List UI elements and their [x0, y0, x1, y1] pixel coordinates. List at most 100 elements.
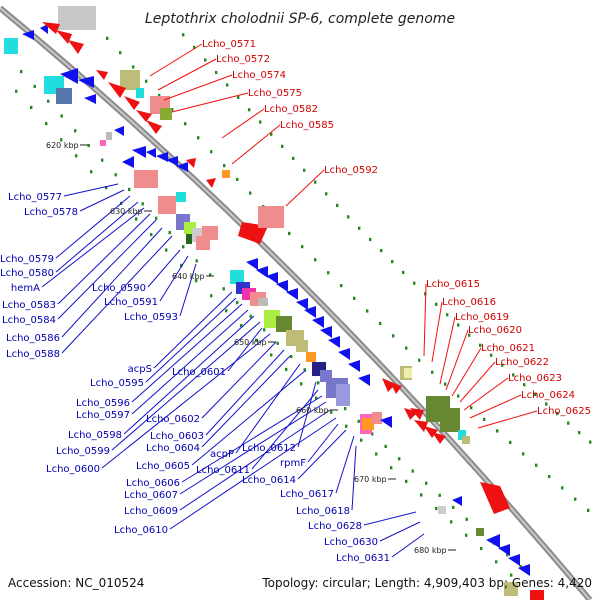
gene-box[interactable]: [222, 170, 230, 178]
gene-box[interactable]: [106, 132, 112, 140]
gene-arrow-forward[interactable]: [414, 420, 428, 432]
gene-label-reverse[interactable]: Lcho_0583: [2, 300, 56, 311]
gene-box[interactable]: [296, 340, 308, 352]
gene-label-forward[interactable]: Lcho_0621: [481, 343, 535, 354]
gene-arrow-reverse[interactable]: [286, 288, 298, 300]
gene-label-forward[interactable]: Lcho_0575: [248, 88, 302, 99]
gene-label-reverse[interactable]: Lcho_0600: [46, 464, 100, 475]
gene-box[interactable]: [440, 408, 460, 432]
gene-box[interactable]: [176, 192, 186, 202]
gene-label-reverse[interactable]: Lcho_0618: [296, 506, 350, 517]
gene-arrow-forward[interactable]: [480, 482, 510, 514]
gene-arrow-reverse[interactable]: [122, 156, 134, 168]
gene-arrow-reverse[interactable]: [518, 564, 530, 576]
gene-label-reverse[interactable]: acpS: [128, 364, 152, 375]
gene-box[interactable]: [462, 436, 470, 444]
gene-box[interactable]: [160, 108, 172, 120]
gene-label-forward[interactable]: Lcho_0571: [202, 39, 256, 50]
gene-label-reverse[interactable]: Lcho_0591: [104, 297, 158, 308]
gene-box[interactable]: [372, 412, 382, 424]
gene-label-forward[interactable]: Lcho_0592: [324, 165, 378, 176]
gene-label-reverse[interactable]: Lcho_0605: [136, 461, 190, 472]
gene-arrow-reverse[interactable]: [156, 152, 168, 162]
gene-label-reverse[interactable]: Lcho_0597: [76, 410, 130, 421]
gene-label-forward[interactable]: Lcho_0615: [426, 279, 480, 290]
gene-label-reverse[interactable]: Lcho_0606: [126, 478, 180, 489]
gene-arrow-reverse[interactable]: [40, 24, 48, 34]
gene-arrow-reverse[interactable]: [486, 534, 500, 548]
gene-box[interactable]: [336, 384, 350, 406]
gene-arrow-forward[interactable]: [146, 120, 162, 134]
gene-label-forward[interactable]: Lcho_0622: [495, 357, 549, 368]
gene-label-reverse[interactable]: Lcho_0584: [2, 315, 56, 326]
gene-box[interactable]: [56, 88, 72, 104]
gene-label-reverse[interactable]: Lcho_0611: [196, 465, 250, 476]
gene-arrow-reverse[interactable]: [146, 148, 156, 158]
gene-label-reverse[interactable]: Lcho_0599: [56, 446, 110, 457]
gene-arrow-reverse[interactable]: [498, 544, 510, 556]
gene-arrow-forward[interactable]: [124, 96, 140, 110]
gene-arrow-reverse[interactable]: [176, 162, 188, 172]
gene-arrow-reverse[interactable]: [328, 336, 340, 348]
gene-box[interactable]: [362, 418, 374, 430]
gene-box[interactable]: [202, 226, 218, 240]
gene-label-reverse[interactable]: Lcho_0590: [92, 283, 146, 294]
gene-arrow-reverse[interactable]: [256, 266, 268, 278]
gene-box[interactable]: [230, 270, 244, 284]
gene-box[interactable]: [476, 528, 484, 536]
gene-arrow-reverse[interactable]: [166, 156, 178, 166]
gene-label-reverse[interactable]: Lcho_0617: [280, 489, 334, 500]
gene-arrow-reverse[interactable]: [60, 68, 78, 84]
gene-box[interactable]: [458, 430, 466, 440]
gene-arrow-reverse[interactable]: [380, 416, 392, 428]
gene-label-reverse[interactable]: Lcho_0603: [150, 431, 204, 442]
gene-label-reverse[interactable]: Lcho_0593: [124, 312, 178, 323]
gene-arrow-reverse[interactable]: [304, 306, 316, 318]
gene-box[interactable]: [58, 6, 96, 30]
gene-arrow-reverse[interactable]: [348, 360, 360, 372]
gene-box[interactable]: [134, 170, 158, 188]
gene-arrow-reverse[interactable]: [312, 316, 324, 328]
gene-box[interactable]: [136, 88, 144, 98]
gene-label-forward[interactable]: Lcho_0616: [442, 297, 496, 308]
gene-label-reverse[interactable]: rpmF: [280, 458, 306, 469]
gene-box[interactable]: [504, 582, 518, 596]
gene-arrow-forward[interactable]: [68, 40, 84, 54]
gene-label-reverse[interactable]: Lcho_0588: [6, 349, 60, 360]
gene-arrow-reverse[interactable]: [266, 272, 278, 284]
gene-arrow-reverse[interactable]: [246, 258, 258, 270]
gene-box[interactable]: [120, 70, 140, 90]
gene-arrow-forward[interactable]: [390, 382, 402, 394]
gene-label-reverse[interactable]: Lcho_0601: [172, 367, 226, 378]
gene-label-reverse[interactable]: Lcho_0580: [0, 268, 54, 279]
gene-label-reverse[interactable]: Lcho_0612: [242, 443, 296, 454]
gene-arrow-forward[interactable]: [424, 426, 438, 438]
gene-label-reverse[interactable]: Lcho_0598: [68, 430, 122, 441]
gene-arrow-reverse[interactable]: [296, 298, 308, 310]
gene-label-reverse[interactable]: Lcho_0578: [24, 207, 78, 218]
gene-label-reverse[interactable]: Lcho_0579: [0, 254, 54, 265]
gene-arrow-forward[interactable]: [56, 30, 72, 44]
gene-label-reverse[interactable]: hemA: [11, 283, 40, 294]
gene-label-forward[interactable]: Lcho_0619: [455, 312, 509, 323]
gene-box[interactable]: [404, 368, 412, 378]
gene-arrow-forward[interactable]: [136, 110, 152, 122]
gene-box[interactable]: [158, 196, 176, 214]
gene-label-reverse[interactable]: Lcho_0614: [242, 475, 296, 486]
gene-label-forward[interactable]: Lcho_0582: [264, 104, 318, 115]
gene-label-reverse[interactable]: Lcho_0610: [114, 525, 168, 536]
gene-label-reverse[interactable]: Lcho_0596: [76, 398, 130, 409]
gene-arrow-reverse[interactable]: [132, 146, 146, 158]
gene-arrow-forward[interactable]: [108, 82, 126, 98]
gene-arrow-reverse[interactable]: [508, 554, 520, 566]
gene-arrow-forward[interactable]: [410, 408, 424, 420]
gene-arrow-reverse[interactable]: [84, 94, 96, 104]
gene-label-reverse[interactable]: Lcho_0577: [8, 192, 62, 203]
gene-label-forward[interactable]: Lcho_0620: [468, 325, 522, 336]
gene-label-reverse[interactable]: Lcho_0602: [146, 414, 200, 425]
gene-label-reverse[interactable]: Lcho_0607: [124, 490, 178, 501]
gene-label-forward[interactable]: Lcho_0625: [537, 406, 591, 417]
gene-box[interactable]: [4, 38, 18, 54]
gene-arrow-reverse[interactable]: [358, 374, 370, 386]
gene-box[interactable]: [276, 316, 292, 332]
